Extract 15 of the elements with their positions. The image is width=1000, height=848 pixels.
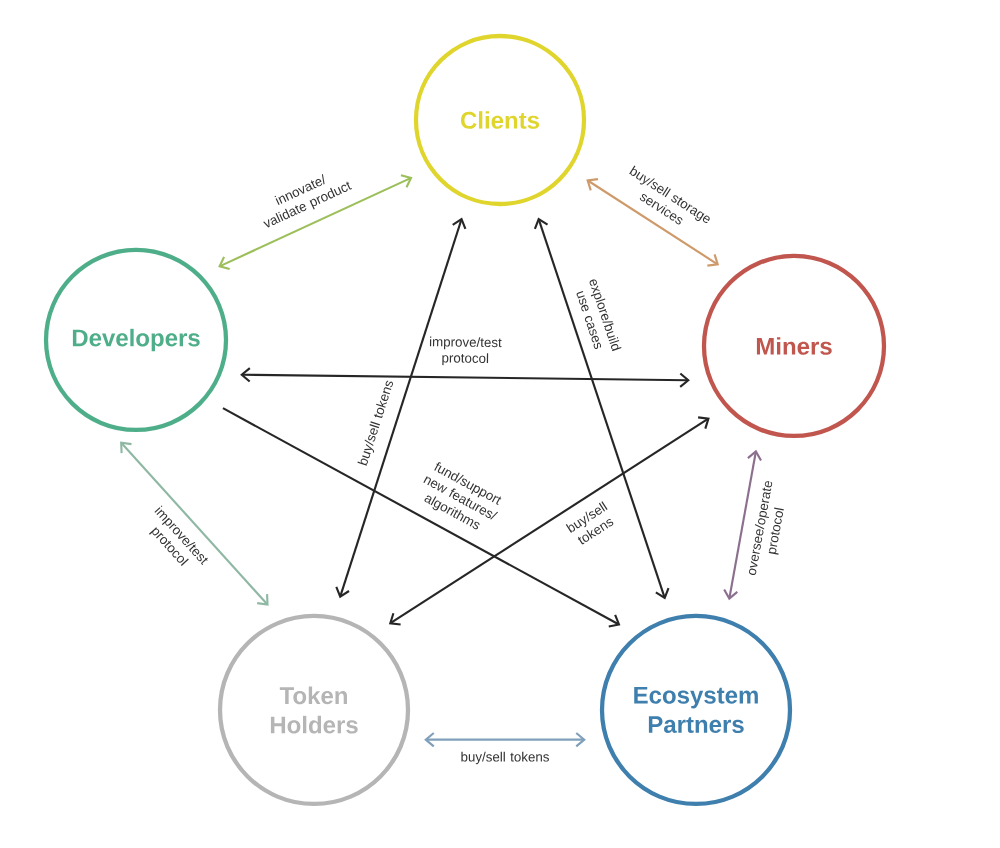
arrow xyxy=(240,367,690,388)
arrow xyxy=(388,416,710,626)
arrow xyxy=(222,407,621,628)
circle-node: Token Holders xyxy=(217,613,411,807)
circle-node: Clients xyxy=(413,33,587,207)
arrow xyxy=(335,217,467,599)
arrow xyxy=(723,449,762,601)
circle-node: Developers xyxy=(43,247,229,433)
arrow xyxy=(586,178,720,267)
arrow xyxy=(424,732,586,748)
arrow xyxy=(120,441,269,606)
circle-node: Ecosystem Partners xyxy=(599,613,793,807)
arrow xyxy=(218,174,413,271)
arrow xyxy=(533,217,670,600)
circle-node: Miners xyxy=(701,253,887,439)
